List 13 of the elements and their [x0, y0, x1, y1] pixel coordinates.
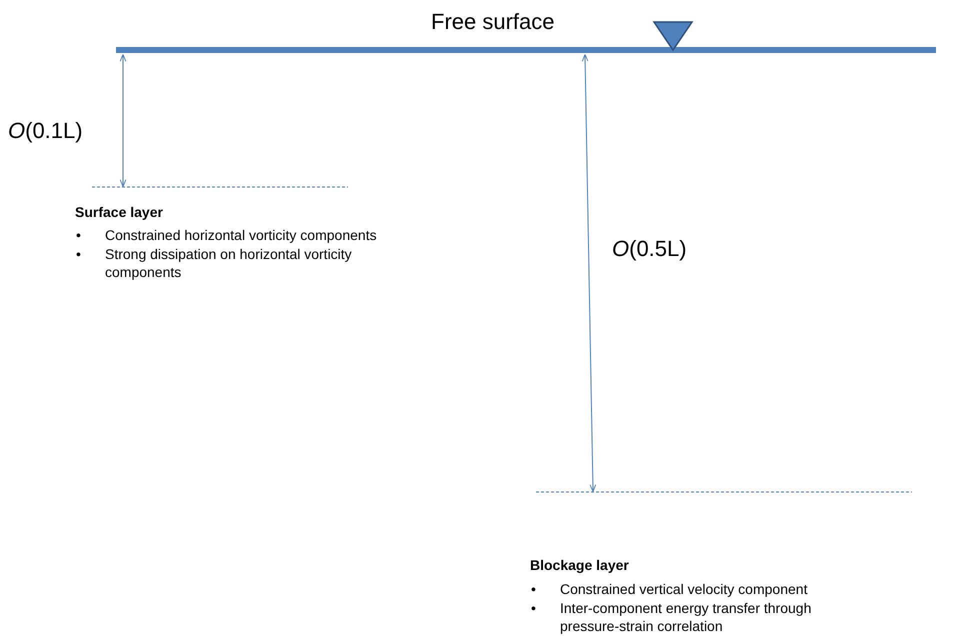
- bullet-marker: •: [531, 580, 536, 598]
- bullet-item: Strong dissipation on horizontal vorticity components: [105, 244, 353, 282]
- dimension-label: O(0.1L): [8, 118, 83, 144]
- bullet-marker: •: [76, 244, 81, 263]
- bullet-item: Inter-component energy transfer through pressure-strain correlation: [560, 598, 812, 636]
- bullet-item: Constrained vertical velocity component: [560, 580, 808, 598]
- bullet-item: Constrained horizontal vorticity components: [105, 226, 378, 244]
- layer-heading: Blockage layer: [530, 557, 629, 573]
- bullet-marker: •: [76, 226, 81, 244]
- title: Free surface: [431, 9, 554, 35]
- dimension-label: O(0.5L): [612, 236, 687, 262]
- layer-heading: Surface layer: [75, 204, 163, 220]
- bullet-marker: •: [531, 598, 536, 617]
